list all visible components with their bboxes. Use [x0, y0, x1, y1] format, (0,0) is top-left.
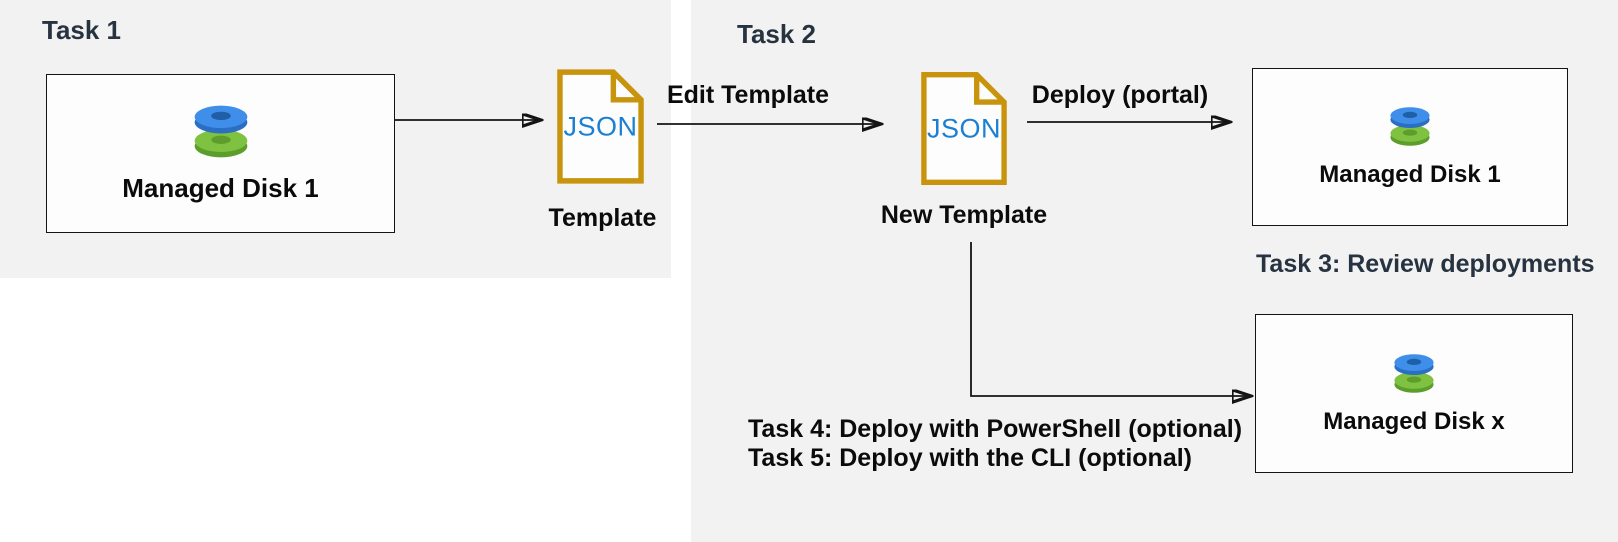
template-json-file: JSON [556, 68, 645, 185]
task3-note: Task 3: Review deployments [1256, 250, 1595, 278]
task1-heading: Task 1 [42, 15, 122, 45]
json-file-icon [921, 72, 1007, 185]
managed-disk-icon [194, 105, 247, 158]
edit-template-label: Edit Template [666, 81, 830, 109]
managed-disk-source-label: Managed Disk 1 [122, 173, 319, 203]
managed-disk-x-box: Managed Disk x [1255, 314, 1573, 473]
managed-disk-deployed-label: Managed Disk 1 [1319, 161, 1501, 188]
managed-disk-deployed-box: Managed Disk 1 [1252, 68, 1568, 226]
task2-heading: Task 2 [737, 19, 817, 49]
managed-disk-source-box: Managed Disk 1 [46, 74, 395, 233]
json-file-icon [557, 69, 644, 184]
json-file-type-label: JSON [563, 111, 638, 141]
new-template-caption: New Template [880, 201, 1048, 229]
json-file-type-label: JSON [926, 113, 1001, 143]
new-template-json-file: JSON [920, 69, 1008, 188]
deploy-portal-label: Deploy (portal) [1031, 81, 1209, 109]
task5-note: Task 5: Deploy with the CLI (optional) [748, 444, 1192, 472]
managed-disk-x-label: Managed Disk x [1323, 407, 1505, 435]
managed-disk-icon [1390, 107, 1430, 146]
managed-disk-icon [1394, 353, 1434, 393]
task4-note: Task 4: Deploy with PowerShell (optional… [748, 415, 1243, 443]
task45-notes: Task 4: Deploy with PowerShell (optional… [748, 415, 1242, 473]
template-caption: Template [548, 204, 657, 232]
